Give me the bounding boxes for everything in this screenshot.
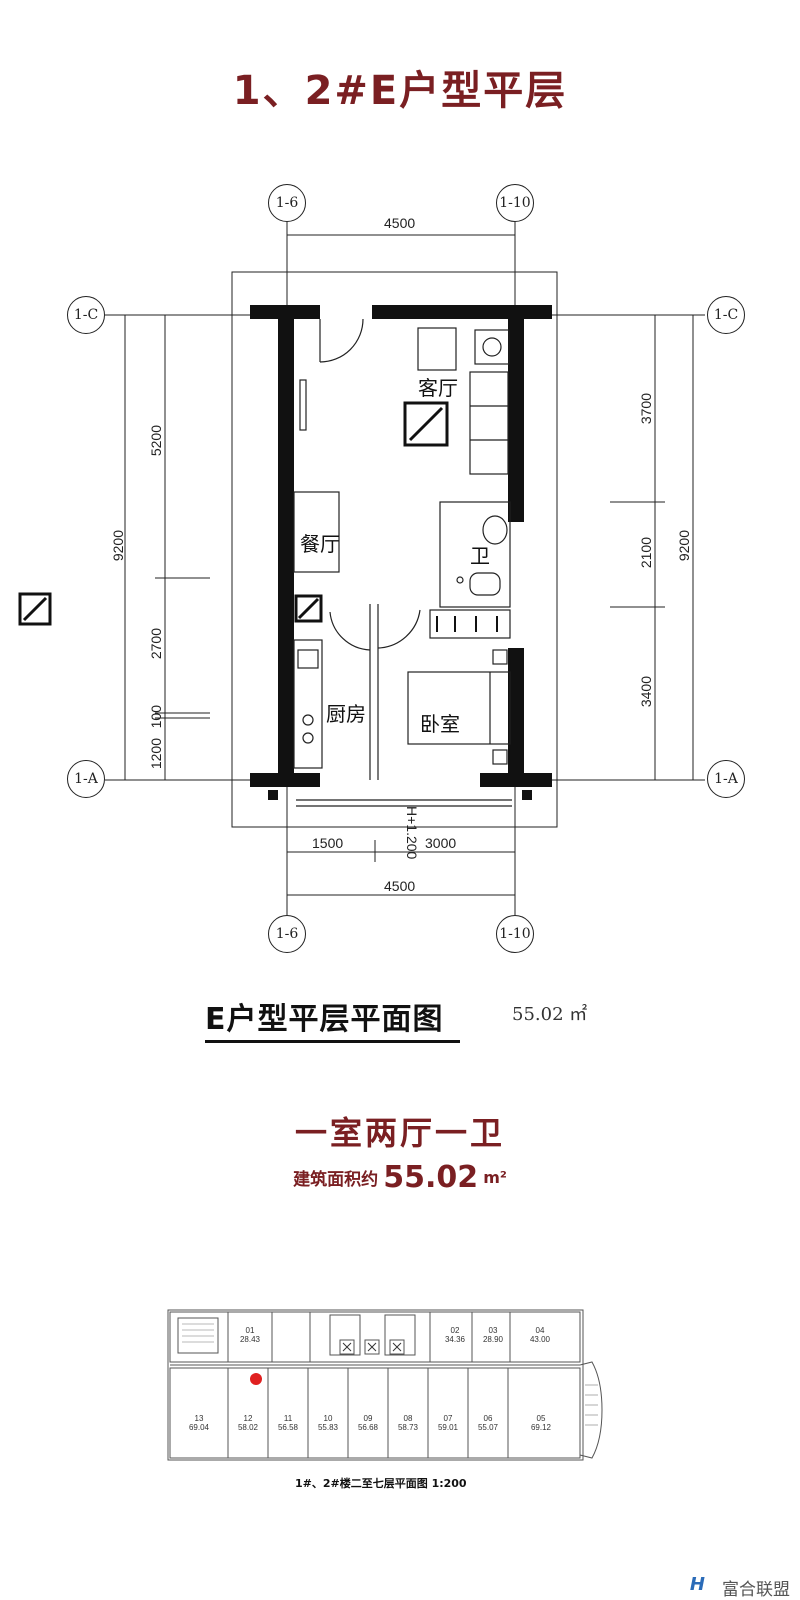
unit-number: 13 [194, 1414, 204, 1423]
page-title: 1、2#E户型平层 [232, 68, 568, 114]
unit-area: 56.68 [357, 1423, 379, 1432]
unit-area: 34.36 [444, 1335, 466, 1344]
unit-number: 08 [403, 1414, 413, 1423]
dim-bottom-right: 3000 [425, 835, 457, 851]
area-summary: 建筑面积约 55.02 m² [0, 1160, 800, 1195]
unit-area: 69.04 [188, 1423, 210, 1432]
unit-area: 58.02 [237, 1423, 259, 1432]
unit-label: 07 59.01 [430, 1414, 466, 1432]
axis-label-right-top: 1-C [707, 296, 745, 334]
plan-caption-underline [205, 1040, 460, 1043]
area-unit: m² [483, 1168, 507, 1187]
unit-label: 03 28.90 [474, 1326, 512, 1344]
building-plan-caption: 1#、2#楼二至七层平面图 1:200 [295, 1477, 467, 1490]
area-value: 55.02 [383, 1160, 479, 1195]
dim-left-seg3: 100 [148, 705, 164, 729]
dim-right-seg2: 2100 [638, 537, 654, 569]
unit-label: 04 43.00 [514, 1326, 566, 1344]
building-floor-plan [167, 1309, 603, 1461]
unit-number: 07 [443, 1414, 453, 1423]
dim-top-width: 4500 [384, 215, 416, 231]
dim-left-seg2: 2700 [148, 628, 164, 660]
axis-label-top-left: 1-6 [268, 184, 306, 222]
axis-label-top-right: 1-10 [496, 184, 534, 222]
dim-bottom-left: 1500 [312, 835, 344, 851]
unit-area: 43.00 [529, 1335, 551, 1344]
dim-left-total: 9200 [110, 530, 126, 562]
unit-area: 69.12 [530, 1423, 552, 1432]
dim-left-seg4: 1200 [148, 738, 164, 770]
layout-type: 一室两厅一卫 [294, 1114, 505, 1152]
unit-area: 28.43 [239, 1335, 261, 1344]
area-label: 建筑面积约 [293, 1170, 379, 1190]
room-label-bath: 卫 [470, 544, 490, 568]
unit-label: 11 56.58 [270, 1414, 306, 1432]
dim-right-seg1: 3700 [638, 393, 654, 425]
room-label-dining: 餐厅 [300, 532, 340, 556]
unit-number: 05 [536, 1414, 546, 1423]
unit-area: 28.90 [482, 1335, 504, 1344]
unit-label: 06 55.07 [470, 1414, 506, 1432]
unit-area: 56.58 [277, 1423, 299, 1432]
unit-label: 02 34.36 [434, 1326, 476, 1344]
dim-left-seg1: 5200 [148, 425, 164, 457]
unit-area: 55.83 [317, 1423, 339, 1432]
unit-number: 12 [243, 1414, 253, 1423]
axis-label-right-bottom: 1-A [707, 760, 745, 798]
balcony-elevation-mark: H+1.200 [404, 806, 420, 860]
axis-label-left-bottom: 1-A [67, 760, 105, 798]
unit-area: 55.07 [477, 1423, 499, 1432]
dim-right-total: 9200 [676, 530, 692, 562]
unit-number: 04 [535, 1326, 545, 1335]
unit-label: 08 58.73 [390, 1414, 426, 1432]
unit-number: 03 [488, 1326, 498, 1335]
room-label-bedroom: 卧室 [420, 712, 460, 736]
plan-caption: E户型平层平面图 [205, 1002, 444, 1037]
axis-label-bottom-right: 1-10 [496, 915, 534, 953]
unit-label: 09 56.68 [350, 1414, 386, 1432]
unit-label: 10 55.83 [310, 1414, 346, 1432]
room-label-kitchen: 厨房 [326, 702, 366, 726]
unit-number: 09 [363, 1414, 373, 1423]
axis-label-bottom-left: 1-6 [268, 915, 306, 953]
unit-area: 59.01 [437, 1423, 459, 1432]
unit-number: 02 [450, 1326, 460, 1335]
brand-logo-icon: H [689, 1574, 705, 1595]
unit-label: 01 28.43 [228, 1326, 272, 1344]
unit-number: 10 [323, 1414, 333, 1423]
unit-floor-plan [18, 222, 705, 915]
dim-bottom-total: 4500 [384, 878, 416, 894]
dim-right-seg3: 3400 [638, 676, 654, 708]
unit-number: 11 [283, 1414, 293, 1423]
plan-area: 55.02 ㎡ [512, 1004, 588, 1025]
unit-label: 05 69.12 [510, 1414, 572, 1432]
unit-number: 01 [245, 1326, 255, 1335]
brand-name: 富合联盟 [722, 1580, 790, 1600]
unit-label: 13 69.04 [172, 1414, 226, 1432]
current-unit-marker [250, 1373, 262, 1385]
unit-area: 58.73 [397, 1423, 419, 1432]
axis-label-left-top: 1-C [67, 296, 105, 334]
unit-number: 06 [483, 1414, 493, 1423]
unit-label: 12 58.02 [230, 1414, 266, 1432]
room-label-living: 客厅 [418, 376, 458, 400]
